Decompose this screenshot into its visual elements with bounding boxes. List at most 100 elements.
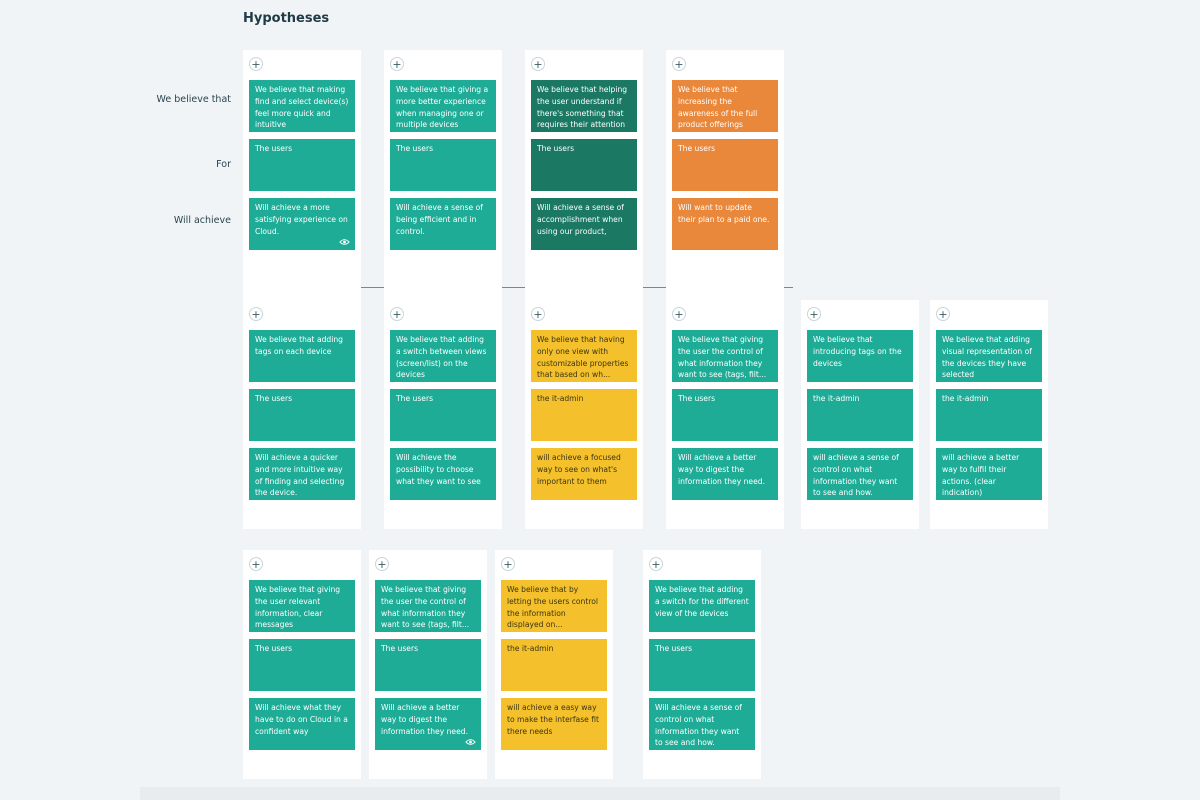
sticky-note-believe[interactable]: We believe that adding visual representa… xyxy=(936,330,1042,382)
hypothesis-column: + We believe that making find and select … xyxy=(243,50,361,300)
sticky-note-for[interactable]: The users xyxy=(390,139,496,191)
sticky-note-for[interactable]: The users xyxy=(249,389,355,441)
plus-icon[interactable]: + xyxy=(249,557,263,571)
sticky-note-for[interactable]: The users xyxy=(672,389,778,441)
plus-icon[interactable]: + xyxy=(649,557,663,571)
sticky-note-for[interactable]: the it-admin xyxy=(936,389,1042,441)
sticky-note-achieve[interactable]: will achieve a sense of control on what … xyxy=(807,448,913,500)
sticky-note-text: We believe that adding visual representa… xyxy=(942,335,1032,380)
sticky-note-text: Will achieve a sense of accomplishment w… xyxy=(537,203,624,236)
sticky-note-believe[interactable]: We believe that giving the user the cont… xyxy=(375,580,481,632)
scroll-area-edge xyxy=(140,787,1060,800)
sticky-note-text: The users xyxy=(678,394,716,403)
sticky-note-text: The users xyxy=(396,394,434,403)
sticky-note-for[interactable]: the it-admin xyxy=(807,389,913,441)
plus-icon[interactable]: + xyxy=(672,57,686,71)
sticky-note-for[interactable]: The users xyxy=(249,139,355,191)
hypothesis-column: + We believe that giving a more better ex… xyxy=(384,50,502,300)
sticky-note-text: the it-admin xyxy=(813,394,860,403)
hypothesis-column: + We believe that adding a switch between… xyxy=(384,300,502,529)
sticky-note-believe[interactable]: We believe that adding tags on each devi… xyxy=(249,330,355,382)
sticky-note-for[interactable]: the it-admin xyxy=(531,389,637,441)
sticky-note-text: The users xyxy=(537,144,575,153)
sticky-note-text: Will achieve what they have to do on Clo… xyxy=(255,703,348,736)
sticky-note-achieve[interactable]: Will achieve a better way to digest the … xyxy=(375,698,481,750)
sticky-note-achieve[interactable]: Will achieve a sense of being efficient … xyxy=(390,198,496,250)
sticky-note-achieve[interactable]: Will achieve a better way to digest the … xyxy=(672,448,778,500)
sticky-note-text: We believe that adding a switch between … xyxy=(396,335,487,380)
row-divider xyxy=(243,287,793,288)
sticky-note-text: the it-admin xyxy=(537,394,584,403)
eye-icon[interactable] xyxy=(339,238,350,246)
sticky-note-for[interactable]: The users xyxy=(375,639,481,691)
sticky-note-achieve[interactable]: Will achieve a sense of accomplishment w… xyxy=(531,198,637,250)
sticky-note-text: The users xyxy=(255,144,293,153)
sticky-note-text: Will achieve a quicker and more intuitiv… xyxy=(255,453,345,498)
sticky-note-believe[interactable]: We believe that giving the user the cont… xyxy=(672,330,778,382)
eye-icon[interactable] xyxy=(465,738,476,746)
plus-icon[interactable]: + xyxy=(807,307,821,321)
sticky-note-text: The users xyxy=(655,644,693,653)
sticky-note-achieve[interactable]: Will achieve a sense of control on what … xyxy=(649,698,755,750)
hypothesis-column: + We believe that by letting the users co… xyxy=(495,550,613,779)
hypothesis-column: + We believe that giving the user the con… xyxy=(666,300,784,529)
sticky-note-believe[interactable]: We believe that having only one view wit… xyxy=(531,330,637,382)
sticky-note-for[interactable]: The users xyxy=(531,139,637,191)
sticky-note-believe[interactable]: We believe that introducing tags on the … xyxy=(807,330,913,382)
sticky-note-for[interactable]: The users xyxy=(249,639,355,691)
plus-icon[interactable]: + xyxy=(375,557,389,571)
sticky-note-believe[interactable]: We believe that giving a more better exp… xyxy=(390,80,496,132)
sticky-note-text: The users xyxy=(255,394,293,403)
sticky-note-believe[interactable]: We believe that adding a switch for the … xyxy=(649,580,755,632)
plus-icon[interactable]: + xyxy=(249,57,263,71)
sticky-note-achieve[interactable]: will achieve a easy way to make the inte… xyxy=(501,698,607,750)
sticky-note-text: Will achieve the possibility to choose w… xyxy=(396,453,481,486)
sticky-note-believe[interactable]: We believe that giving the user relevant… xyxy=(249,580,355,632)
sticky-note-achieve[interactable]: Will achieve a quicker and more intuitiv… xyxy=(249,448,355,500)
sticky-note-text: will achieve a easy way to make the inte… xyxy=(507,703,599,736)
sticky-note-text: We believe that adding a switch for the … xyxy=(655,585,749,618)
sticky-note-for[interactable]: The users xyxy=(390,389,496,441)
sticky-note-text: will achieve a sense of control on what … xyxy=(813,453,899,498)
sticky-note-text: We believe that giving the user the cont… xyxy=(678,335,767,380)
sticky-note-text: We believe that giving the user the cont… xyxy=(381,585,470,630)
sticky-note-believe[interactable]: We believe that adding a switch between … xyxy=(390,330,496,382)
sticky-note-achieve[interactable]: will achieve a better way to fulfil thei… xyxy=(936,448,1042,500)
sticky-note-achieve[interactable]: Will achieve what they have to do on Clo… xyxy=(249,698,355,750)
plus-icon[interactable]: + xyxy=(672,307,686,321)
sticky-note-text: We believe that by letting the users con… xyxy=(507,585,599,630)
plus-icon[interactable]: + xyxy=(531,307,545,321)
plus-icon[interactable]: + xyxy=(501,557,515,571)
plus-icon[interactable]: + xyxy=(531,57,545,71)
sticky-note-believe[interactable]: We believe that helping the user underst… xyxy=(531,80,637,132)
sticky-note-text: We believe that giving a more better exp… xyxy=(396,85,489,130)
row-label-achieve: Will achieve xyxy=(173,215,231,226)
sticky-note-for[interactable]: The users xyxy=(649,639,755,691)
plus-icon[interactable]: + xyxy=(249,307,263,321)
sticky-note-text: The users xyxy=(381,644,419,653)
sticky-note-text: We believe that having only one view wit… xyxy=(537,335,629,380)
sticky-note-achieve[interactable]: Will want to update their plan to a paid… xyxy=(672,198,778,250)
hypothesis-column: + We believe that introducing tags on the… xyxy=(801,300,919,529)
sticky-note-text: Will achieve a sense of control on what … xyxy=(655,703,742,748)
sticky-note-text: Will achieve a better way to digest the … xyxy=(381,703,469,736)
plus-icon[interactable]: + xyxy=(936,307,950,321)
sticky-note-achieve[interactable]: Will achieve the possibility to choose w… xyxy=(390,448,496,500)
hypothesis-column: + We believe that adding visual represent… xyxy=(930,300,1048,529)
sticky-note-text: We believe that adding tags on each devi… xyxy=(255,335,343,356)
sticky-note-achieve[interactable]: Will achieve a more satisfying experienc… xyxy=(249,198,355,250)
sticky-note-text: Will achieve a more satisfying experienc… xyxy=(255,203,348,236)
sticky-note-believe[interactable]: We believe that making find and select d… xyxy=(249,80,355,132)
plus-icon[interactable]: + xyxy=(390,57,404,71)
sticky-note-for[interactable]: the it-admin xyxy=(501,639,607,691)
row-label-believe: We believe that xyxy=(156,94,231,105)
sticky-note-believe[interactable]: We believe that by letting the users con… xyxy=(501,580,607,632)
sticky-note-for[interactable]: The users xyxy=(672,139,778,191)
sticky-note-achieve[interactable]: will achieve a focused way to see on wha… xyxy=(531,448,637,500)
sticky-note-text: We believe that increasing the awareness… xyxy=(678,85,758,130)
sticky-note-text: Will want to update their plan to a paid… xyxy=(678,203,770,224)
sticky-note-text: We believe that making find and select d… xyxy=(255,85,349,130)
plus-icon[interactable]: + xyxy=(390,307,404,321)
sticky-note-believe[interactable]: We believe that increasing the awareness… xyxy=(672,80,778,132)
sticky-note-text: We believe that helping the user underst… xyxy=(537,85,628,130)
